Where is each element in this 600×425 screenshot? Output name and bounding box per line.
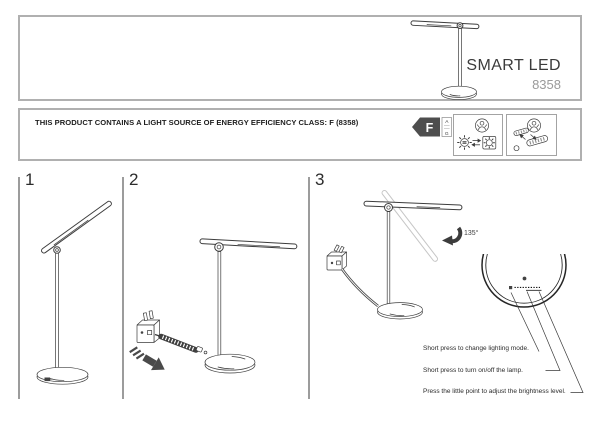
rotation-arrow-icon [442,226,463,246]
header-box [18,15,582,101]
step1-number: 1 [25,170,35,189]
led-module-icon [482,136,497,150]
swap-arrows-icon [519,134,537,140]
power-button [522,276,527,281]
desk-lamp-illustration-header [410,20,480,100]
energy-banner-box: THIS PRODUCT CONTAINS A LIGHT SOURCE OF … [18,108,582,161]
energy-banner-text: THIS PRODUCT CONTAINS A LIGHT SOURCE OF … [35,118,359,127]
energy-scale-top: A [445,119,449,125]
bulb-cap-icon [513,145,520,152]
step2-divider [122,177,124,399]
brand-block: SMART LED 8358 [466,57,561,92]
led-bulb-icon [457,135,472,150]
callout-brightness: Press the little point to adjust the bri… [423,388,566,395]
product-name: SMART LED [466,57,561,74]
rotated-arm-ghost [381,190,439,262]
person-icon [475,118,489,133]
led-tube-small [513,127,529,136]
step2-number: 2 [129,170,139,189]
light-source-replacement-icon [506,114,557,156]
person-icon [527,118,541,133]
lamp-step1-illustration [36,200,112,385]
power-cable [340,268,379,308]
model-number: 8358 [532,76,561,92]
step3-number: 3 [315,170,325,189]
step3-divider [308,177,310,399]
power-adapter-icon [136,310,160,343]
callout-lighting-mode: Short press to change lighting mode. [423,345,529,352]
plug-insert-arrow-icon [129,346,165,371]
mode-button [509,286,513,290]
step1-divider [18,177,20,399]
power-port [44,377,51,382]
energy-scale-bottom: G [445,131,449,137]
led-tube-large [526,135,549,147]
lamp-step2-illustration [129,238,298,374]
energy-class-arrow-icon: F A G [412,117,452,137]
power-adapter-icon [326,244,347,271]
power-cable [154,333,208,355]
service-person-lamp-icon [453,114,503,156]
lamp-step3-illustration [326,190,584,393]
callout-lines [510,291,584,393]
swap-arrows-icon [471,138,482,147]
rotation-angle-label: 135° [464,230,479,237]
base-detail-arc [481,254,567,308]
energy-class-letter: F [426,121,434,135]
callout-on-off: Short press to turn on/off the lamp. [423,367,523,374]
